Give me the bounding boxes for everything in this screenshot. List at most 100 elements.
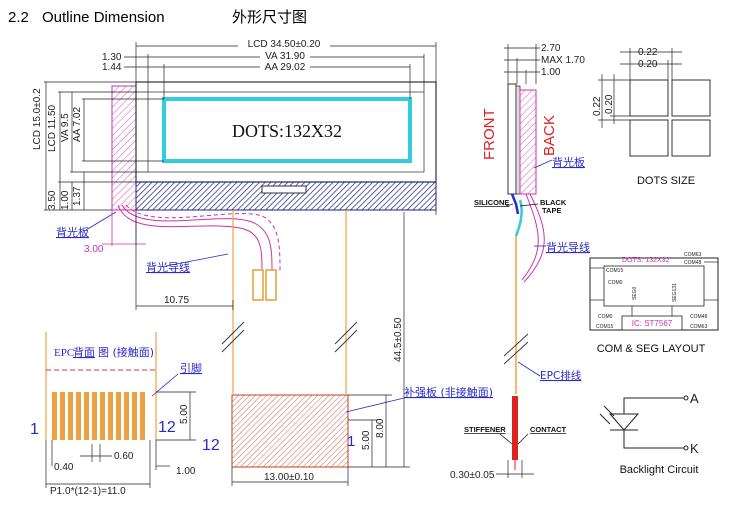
fpc-pin12: 12 — [158, 419, 176, 436]
dots-text: DOTS:132X32 — [232, 121, 342, 141]
side-backlight-board: 背光板 — [552, 155, 585, 169]
backlight-caption: Backlight Circuit — [620, 464, 699, 476]
fpc-contact-pin — [52, 392, 57, 440]
section-title: Outline Dimension — [42, 9, 165, 26]
dim-stiff-800: 8.00 — [375, 418, 386, 438]
black-label: BLACK — [540, 198, 567, 207]
dim-va-height: VA 9.5 — [60, 113, 71, 142]
dots-size-caption: DOTS SIZE — [637, 175, 695, 187]
lcd-va-outline — [147, 91, 425, 173]
fpc-pin12-b: 12 — [202, 437, 220, 454]
stiff-pin1: 1 — [347, 433, 355, 450]
dim-350: 3.50 — [47, 190, 58, 210]
ic-window — [261, 185, 307, 194]
dim-left-144: 1.44 — [102, 62, 122, 73]
fpc-dim-100: 1.00 — [176, 466, 196, 477]
side-back-label: BACK — [541, 115, 558, 156]
fpc-contact-pin — [124, 392, 129, 440]
side-dim-270: 2.70 — [541, 43, 561, 54]
section-title-cn: 外形尺寸图 — [232, 8, 307, 26]
side-dim-100: 1.00 — [541, 67, 561, 78]
fpc-contact-pin — [100, 392, 105, 440]
layout-seg131: SEG131 — [672, 283, 678, 302]
section-number: 2.2 — [8, 9, 29, 26]
layout-com15b: COM15 — [596, 324, 613, 330]
backlight-anode: A — [690, 391, 699, 406]
fpc-dim-040: 0.40 — [54, 462, 74, 473]
fpc-contact-pin — [84, 392, 89, 440]
stiffener-side-label: STIFFENER — [464, 425, 506, 434]
solder-pad-a — [252, 269, 264, 301]
fpc-contact-pin — [68, 392, 73, 440]
fpc-pin1: 1 — [30, 421, 39, 438]
solder-pad-k — [265, 269, 277, 301]
fpc-contact-pin — [76, 392, 81, 440]
dim-1075: 10.75 — [164, 295, 189, 306]
layout-com48: COM48 — [684, 260, 701, 266]
fpc-pitch: P1.0*(12-1)=11.0 — [50, 486, 126, 497]
backlight-circuit — [599, 395, 689, 451]
fpc-title-b: 背面 — [73, 345, 95, 359]
dot-dim-022b: 0.22 — [592, 96, 603, 116]
fpc-thickness: 0.30±0.05 — [450, 470, 495, 481]
dim-137: 1.37 — [72, 186, 83, 206]
dim-aa-width: AA 29.02 — [265, 62, 306, 73]
fpc-contact-pin — [108, 392, 113, 440]
layout-com15: COM15 — [606, 268, 623, 274]
layout-com63b: COM63 — [690, 324, 707, 330]
dim-stiff-width: 13.00±0.10 — [264, 472, 314, 483]
fpc-contact-pin — [92, 392, 97, 440]
dim-aa-height: AA 7.02 — [72, 107, 83, 142]
side-backlight-wire: 背光导线 — [546, 240, 590, 254]
dim-lcd-height: LCD 15.0±0.2 — [32, 88, 43, 150]
fpc-contact-pin — [140, 392, 145, 440]
com-seg-layout — [589, 257, 719, 331]
lcd-front-view: DOTS:132X32 — [111, 81, 437, 211]
dim-lcd-inner: LCD 11.50 — [47, 104, 58, 152]
dim-100: 1.00 — [60, 190, 71, 210]
fpc-wire-label: EPC排线 — [540, 369, 582, 382]
side-view — [496, 44, 545, 478]
layout-ic: IC: ST7567 — [632, 319, 673, 328]
pin-label: 引脚 — [180, 361, 202, 375]
dim-total-length: 44.5±0.50 — [393, 317, 404, 362]
fpc-dim-060: 0.60 — [114, 451, 134, 462]
layout-caption: COM & SEG LAYOUT — [597, 343, 706, 355]
backlight-cathode: K — [690, 441, 699, 456]
fpc-title-a: EPC — [54, 347, 74, 359]
dots-size-diagram — [598, 48, 711, 157]
layout-com0: COM0 — [608, 280, 623, 286]
side-front-label: FRONT — [481, 108, 498, 160]
fpc-dim-500: 5.00 — [179, 404, 190, 424]
dot-dim-020b: 0.20 — [604, 94, 615, 114]
dim-lcd-width: LCD 34.50±0.20 — [248, 39, 321, 50]
layout-com48b: COM48 — [690, 314, 707, 320]
contact-label: CONTACT — [530, 425, 567, 434]
layout-dots: DOTS: 132X32 — [622, 257, 670, 264]
fpc-contact-pin — [116, 392, 121, 440]
backlight-wire-label: 背光导线 — [146, 260, 190, 274]
layout-com63: COM63 — [684, 252, 701, 258]
stiffener-label: 补强板 (非接触面) — [404, 385, 493, 399]
fpc-title-c: 图 (接触面) — [98, 345, 154, 359]
left-dimensions — [44, 81, 164, 211]
tape-label: TAPE — [542, 206, 561, 215]
fpc-contact-pin — [60, 392, 65, 440]
active-area — [162, 97, 412, 163]
layout-com0b: COM0 — [598, 314, 613, 320]
dot-dim-020a: 0.20 — [638, 59, 658, 70]
dim-left-130: 1.30 — [102, 52, 122, 63]
backlight-wires — [117, 204, 281, 273]
fpc-contact-pin — [132, 392, 137, 440]
backlight-tab — [111, 85, 137, 211]
stiffener-plate — [231, 394, 349, 468]
fpc-flex — [232, 210, 347, 394]
fpc-contact-detail — [45, 332, 157, 440]
backlight-board-label: 背光板 — [56, 225, 89, 239]
dim-va-width: VA 31.90 — [265, 51, 305, 62]
layout-seg0: SEG0 — [632, 286, 638, 300]
side-dim-max170: MAX 1.70 — [541, 55, 585, 66]
dim-300: 3.00 — [84, 244, 104, 255]
dim-stiff-500: 5.00 — [361, 430, 372, 450]
